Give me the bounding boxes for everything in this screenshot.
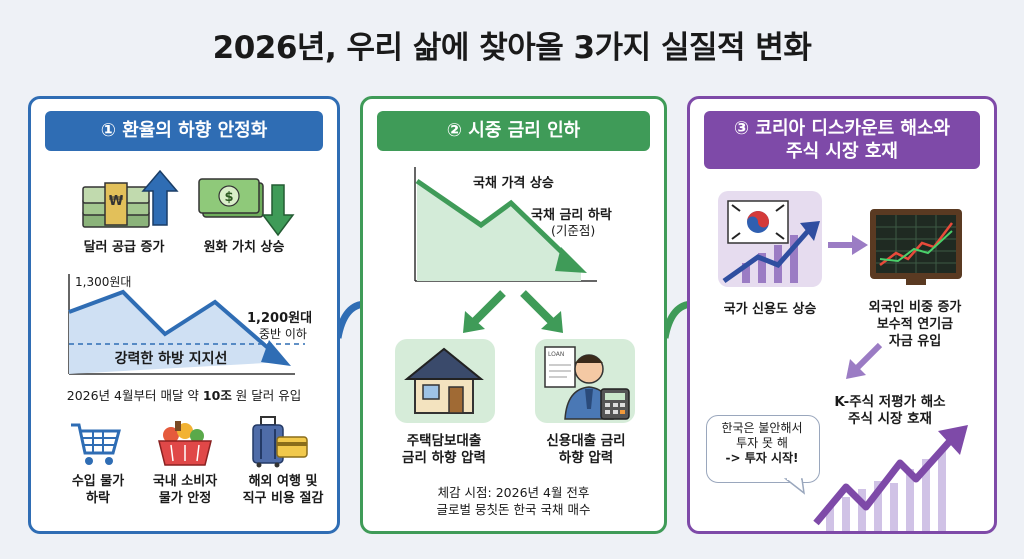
reference-point-label: (기준점)	[551, 223, 596, 238]
house-icon	[404, 347, 484, 414]
timing-text: 체감 시점: 2026년 4월 전후	[437, 485, 590, 500]
dollar-supply-label: 달러 공급 증가	[83, 240, 165, 255]
dollar-stack-icon: ₩	[82, 182, 150, 228]
split-arrows	[463, 290, 563, 333]
chart-top-label: 1,300원대	[75, 275, 132, 289]
kstock-label: K-주식 저평가 해소 주식 시장 호재	[834, 394, 946, 427]
exchange-rate-chart	[68, 274, 305, 375]
flow-arrow-diagonal	[846, 342, 883, 379]
support-line-caption: 강력한 하방 지지선	[114, 351, 228, 367]
cash-icon: $	[198, 178, 264, 218]
shopping-cart-icon	[71, 423, 121, 465]
panel-exchange-rate: ① 환율의 하향 안정화 ₩ $ 달러 공급 증가 원화 가치 상승 1,300…	[28, 96, 340, 534]
speech-bubble	[706, 415, 820, 483]
bond-price-up-label: 국채 가격 상승	[473, 176, 554, 191]
speech-bubble-tail	[783, 477, 806, 495]
svg-text:$: $	[224, 190, 233, 205]
arrow-up-icon	[141, 169, 179, 226]
panel-1-banner: ① 환율의 하향 안정화	[45, 111, 323, 151]
credit-loan-label: 신용대출 금리 하향 압력	[546, 433, 626, 466]
flow-arrow-right	[828, 235, 868, 255]
luggage-card-icon	[252, 416, 308, 468]
page-title: 2026년, 우리 삶에 찾아올 3가지 실질적 변화	[212, 30, 812, 66]
panel-interest-rate: ② 시중 금리 인하 국채 가격 상승 국채 금리 하락 (기준점) LOAN …	[360, 96, 667, 534]
panel-korea-discount: ③ 코리아 디스카운트 해소와 주식 시장 호재 국가 신용도 상승 외국인 비…	[687, 96, 997, 534]
bond-rate-chart	[414, 167, 597, 282]
inflow-text: 2026년 4월부터 매달 약 10조 원 달러 유입	[66, 388, 302, 403]
rising-stock-chart	[813, 425, 968, 531]
loan-officer-icon	[544, 346, 630, 420]
won-value-label: 원화 가치 상승	[203, 240, 285, 255]
consumer-price-label: 국내 소비자 물가 안정	[152, 474, 218, 506]
trading-monitor-icon	[870, 209, 962, 285]
loan-tag: LOAN	[548, 351, 565, 358]
credit-rating-label: 국가 신용도 상승	[723, 302, 817, 317]
svg-text:₩: ₩	[109, 194, 124, 209]
panel-2-banner: ② 시중 금리 인하	[377, 111, 650, 151]
grocery-basket-icon	[158, 421, 212, 466]
arrow-down-icon	[261, 184, 295, 237]
panel-3-banner: ③ 코리아 디스카운트 해소와 주식 시장 호재	[704, 111, 980, 169]
chart-target-sub: 중반 이하	[259, 327, 307, 341]
foreign-investment-label: 외국인 비중 증가 보수적 연기금 자금 유입	[868, 300, 962, 349]
korea-flag-chart-icon	[722, 200, 820, 284]
import-price-label: 수입 물가 하락	[71, 474, 125, 506]
chart-target-label: 1,200원대	[247, 311, 313, 326]
travel-cost-label: 해외 여행 및 직구 비용 절감	[242, 474, 324, 506]
mortgage-label: 주택담보대출 금리 하향 압력	[402, 433, 486, 466]
bond-rate-down-label: 국채 금리 하락	[531, 208, 612, 223]
bond-buy-text: 글로벌 뭉칫돈 한국 국채 매수	[436, 502, 591, 517]
